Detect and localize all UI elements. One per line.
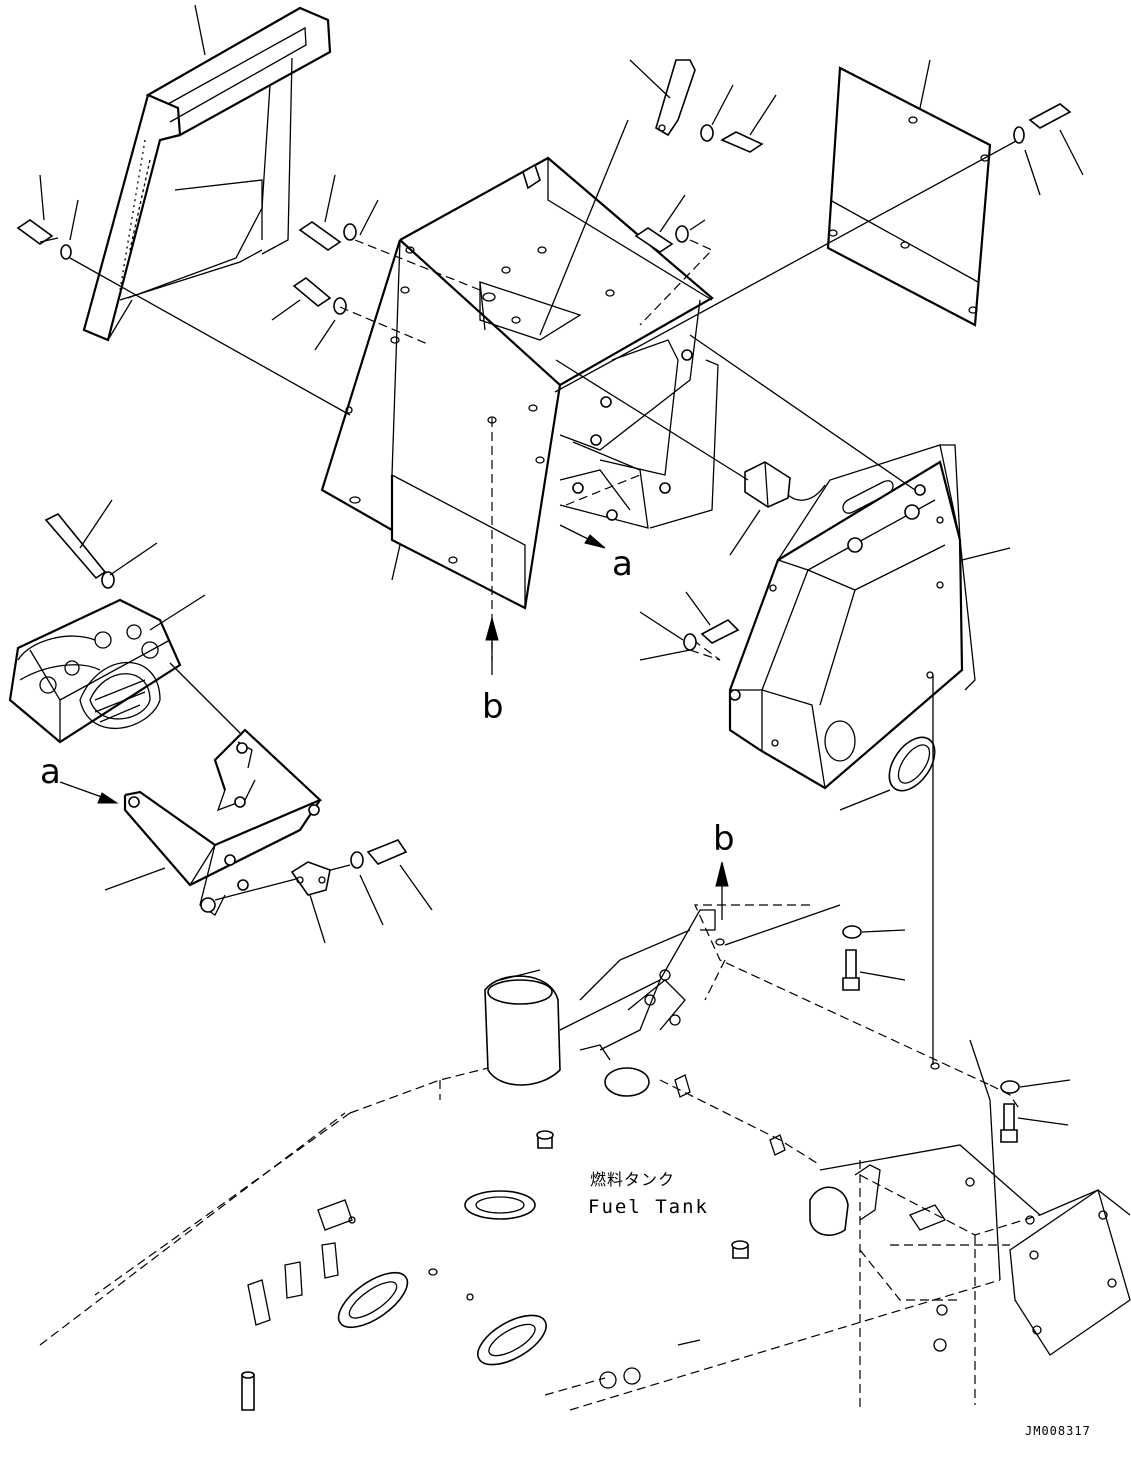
dashed-leaders	[339, 239, 721, 661]
tray-bracket-bolt	[290, 839, 433, 944]
bolt-right-cover	[639, 591, 740, 651]
bolt-meter-long	[44, 499, 158, 589]
fuel-tank-label-jp: 燃料タンク	[590, 1170, 675, 1189]
view-label-b-top: b	[713, 819, 735, 859]
drawing-code: JM008317	[1025, 1424, 1091, 1438]
cover-plate	[554, 59, 1019, 393]
bolt-tank-right	[1000, 1079, 1071, 1143]
view-arrow-a-left: a	[40, 752, 119, 804]
meter-panel	[8, 594, 243, 744]
bolt-tank-mid	[724, 904, 906, 991]
meter-tray	[104, 728, 351, 916]
fuel-tank-label-en: Fuel Tank	[588, 1196, 709, 1218]
side-frame-panel	[82, 4, 332, 342]
view-label-a-top: a	[612, 544, 633, 584]
fuel-tank-frame	[39, 904, 1131, 1411]
view-arrow-b-lower: b	[713, 819, 735, 920]
sensor-module	[555, 359, 826, 556]
bolt-console-left-2	[271, 277, 347, 351]
bolt-cover-plate	[1013, 103, 1084, 196]
bracket-top	[539, 59, 777, 336]
grommet	[839, 675, 936, 1065]
fuel-filler-assembly	[484, 909, 716, 1097]
tank-parts	[241, 938, 948, 1411]
bolt-console-right	[634, 194, 706, 253]
view-arrow-b-center: b	[482, 616, 504, 727]
bolt-console-left-1	[298, 174, 379, 251]
view-label-a-left: a	[40, 752, 61, 792]
bolt-left-upper	[16, 174, 351, 416]
right-console-cover	[689, 334, 1011, 790]
center-console-box	[320, 156, 719, 610]
view-label-b-bottom: b	[482, 687, 504, 727]
view-arrow-a-top: a	[559, 524, 633, 584]
